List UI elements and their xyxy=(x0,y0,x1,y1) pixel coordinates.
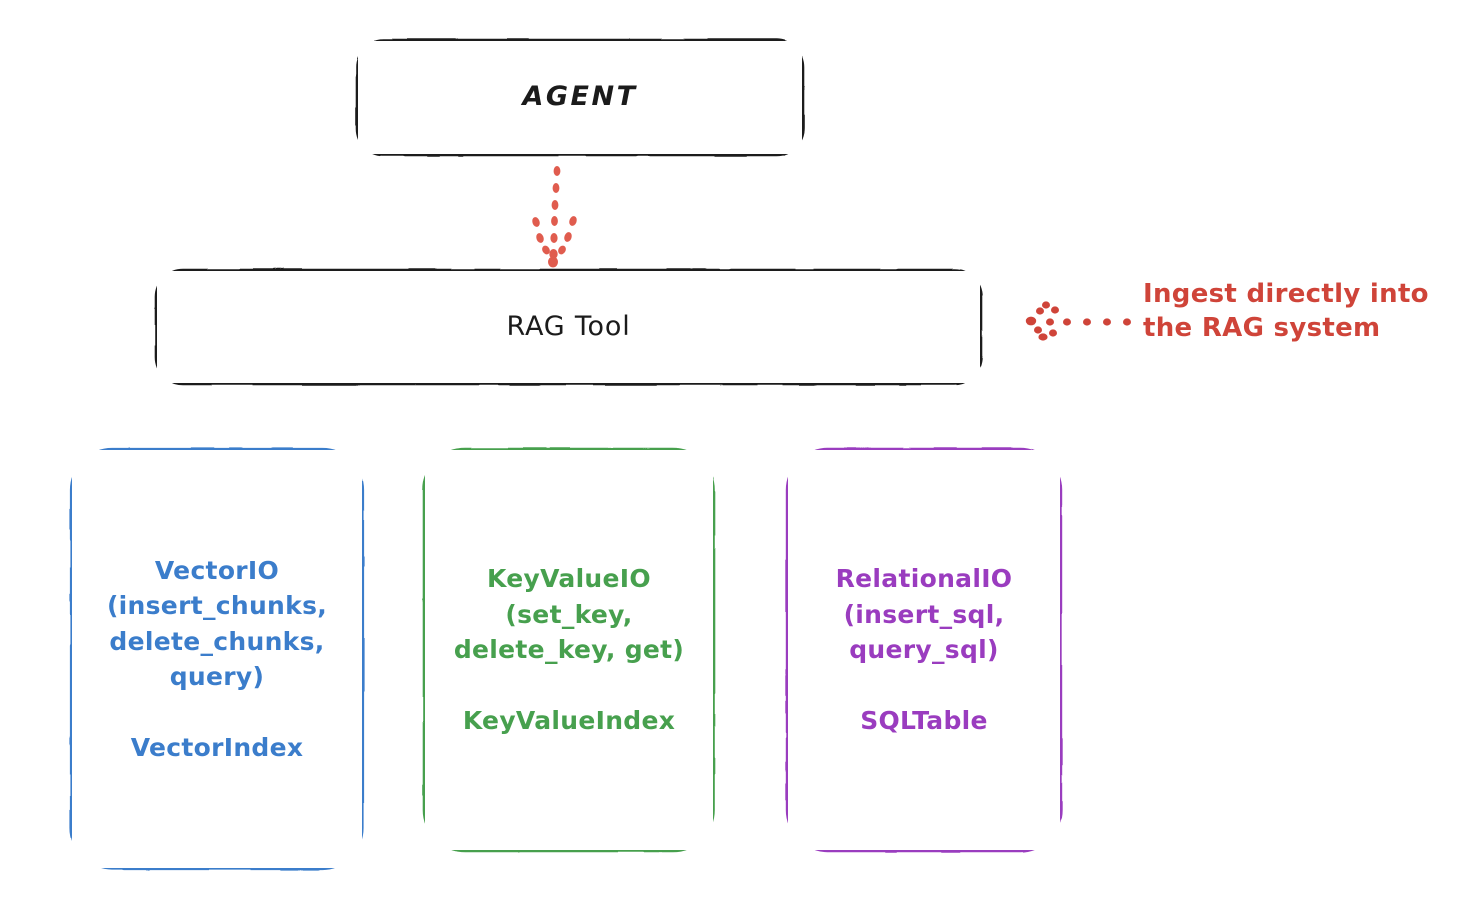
node-vector-io[interactable]: VectorIO (insert_chunks, delete_chunks, … xyxy=(72,450,362,868)
node-relational-io[interactable]: RelationalIO (insert_sql, query_sql) SQL… xyxy=(788,450,1060,850)
node-rag-tool[interactable]: RAG Tool xyxy=(157,271,980,383)
node-agent[interactable]: AGENT xyxy=(358,41,802,154)
node-vector-io-label: VectorIO (insert_chunks, delete_chunks, … xyxy=(106,555,328,763)
node-rag-tool-label: RAG Tool xyxy=(506,310,631,342)
node-agent-label: AGENT xyxy=(522,81,638,113)
node-key-value-io[interactable]: KeyValueIO (set_key, delete_key, get) Ke… xyxy=(425,450,713,850)
agent-to-rag-connector xyxy=(532,166,577,268)
node-relational-io-label: RelationalIO (insert_sql, query_sql) SQL… xyxy=(835,564,1013,736)
annotation-to-rag-connector xyxy=(1025,301,1131,341)
node-key-value-io-label: KeyValueIO (set_key, delete_key, get) Ke… xyxy=(453,564,685,736)
annotation-ingest-note: Ingest directly into the RAG system xyxy=(1143,279,1429,343)
